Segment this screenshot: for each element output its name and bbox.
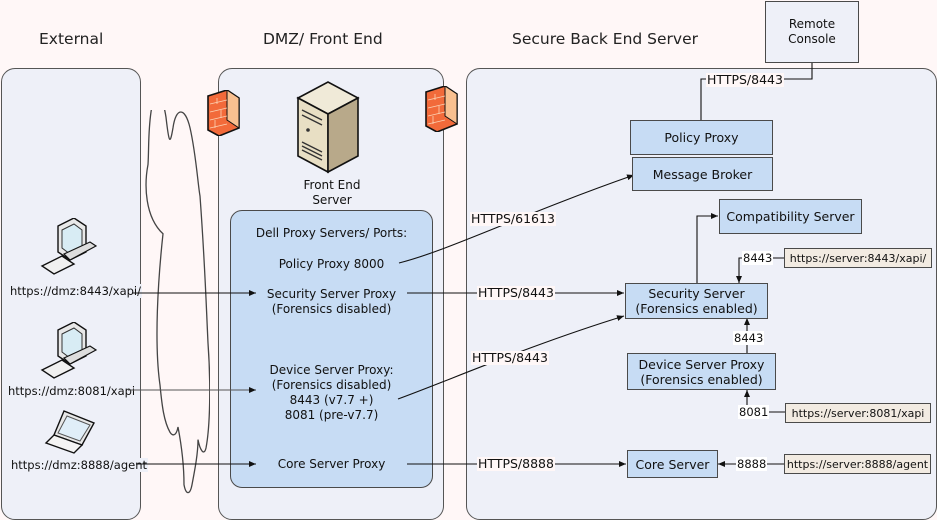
dmz-security-proxy-line1: Security Server Proxy	[266, 287, 397, 301]
policy-proxy-box[interactable]: Policy Proxy	[630, 120, 773, 155]
front-end-server-label-line1: Front End	[303, 178, 361, 192]
client-url-8443: https://dmz:8443/xapi/	[9, 284, 142, 298]
remote-console-line2: Console	[788, 32, 836, 46]
device-server-proxy-line2: (Forensics enabled)	[640, 371, 763, 387]
label-https-8888: HTTPS/8888	[477, 456, 555, 471]
client-url-8081: https://dmz:8081/xapi	[7, 384, 137, 398]
laptop-icon	[44, 410, 95, 454]
security-server-box[interactable]: Security Server (Forensics enabled)	[625, 283, 768, 319]
zone-title-external: External	[39, 30, 104, 48]
firewall-icon	[207, 90, 240, 136]
port-label-device: 8081	[738, 405, 770, 419]
dmz-device-server-proxy: Device Server Proxy: (Forensics disabled…	[230, 363, 433, 423]
dmz-device-proxy-line2: (Forensics disabled)	[271, 378, 392, 392]
remote-console[interactable]: Remote Console	[765, 1, 859, 63]
label-https-61613: HTTPS/61613	[470, 211, 556, 226]
connector-console-policy	[700, 62, 813, 120]
dmz-proxy-panel	[230, 210, 433, 488]
client-url-8888: https://dmz:8888/agent	[10, 458, 148, 472]
server-url-core: https://server:8888/agent	[784, 454, 931, 474]
dmz-security-proxy-line2: (Forensics disabled)	[271, 302, 392, 316]
zone-title-backend: Secure Back End Server	[512, 30, 698, 48]
front-end-server-label: Front End Server	[296, 178, 368, 208]
compatibility-server-box[interactable]: Compatibility Server	[719, 199, 862, 234]
device-server-proxy-line1: Device Server Proxy	[638, 356, 765, 372]
device-server-proxy-box[interactable]: Device Server Proxy (Forensics enabled)	[627, 353, 776, 390]
security-server-line2: (Forensics enabled)	[635, 301, 758, 316]
front-end-server-label-line2: Server	[312, 193, 352, 207]
desktop-computer-icon	[40, 322, 98, 379]
internet-cloud-icon	[145, 110, 210, 494]
server-url-device: https://server:8081/xapi	[785, 403, 931, 423]
dmz-core-server-proxy: Core Server Proxy	[277, 457, 386, 471]
core-server-box[interactable]: Core Server	[627, 450, 718, 478]
firewall-icon	[425, 86, 458, 132]
remote-console-line1: Remote	[788, 17, 836, 31]
server-tower-icon	[296, 81, 360, 174]
dmz-device-proxy-line1: Device Server Proxy:	[269, 363, 394, 377]
security-server-line1: Security Server	[648, 286, 745, 301]
dmz-device-proxy-line3: 8443 (v7.7 +)	[289, 393, 374, 407]
dmz-security-server-proxy: Security Server Proxy (Forensics disable…	[230, 287, 433, 317]
proxy-panel-heading: Dell Proxy Servers/ Ports:	[255, 226, 408, 240]
label-https-8443-console: HTTPS/8443	[706, 72, 784, 87]
server-url-security: https://server:8443/xapi/	[784, 248, 932, 268]
port-label-security: 8443	[742, 251, 774, 265]
label-https-8443-device: HTTPS/8443	[471, 350, 549, 365]
connector-policy-broker	[398, 174, 635, 264]
label-https-8443-security: HTTPS/8443	[477, 285, 555, 300]
message-broker-box[interactable]: Message Broker	[632, 157, 773, 191]
connector-security-compat	[696, 213, 718, 284]
dmz-policy-proxy: Policy Proxy 8000	[278, 257, 385, 271]
port-label-core: 8888	[736, 457, 768, 471]
port-label-device-to-security: 8443	[733, 331, 765, 345]
desktop-computer-icon	[40, 218, 98, 275]
zone-title-dmz: DMZ/ Front End	[263, 30, 383, 48]
dmz-device-proxy-line4: 8081 (pre-v7.7)	[284, 408, 379, 422]
